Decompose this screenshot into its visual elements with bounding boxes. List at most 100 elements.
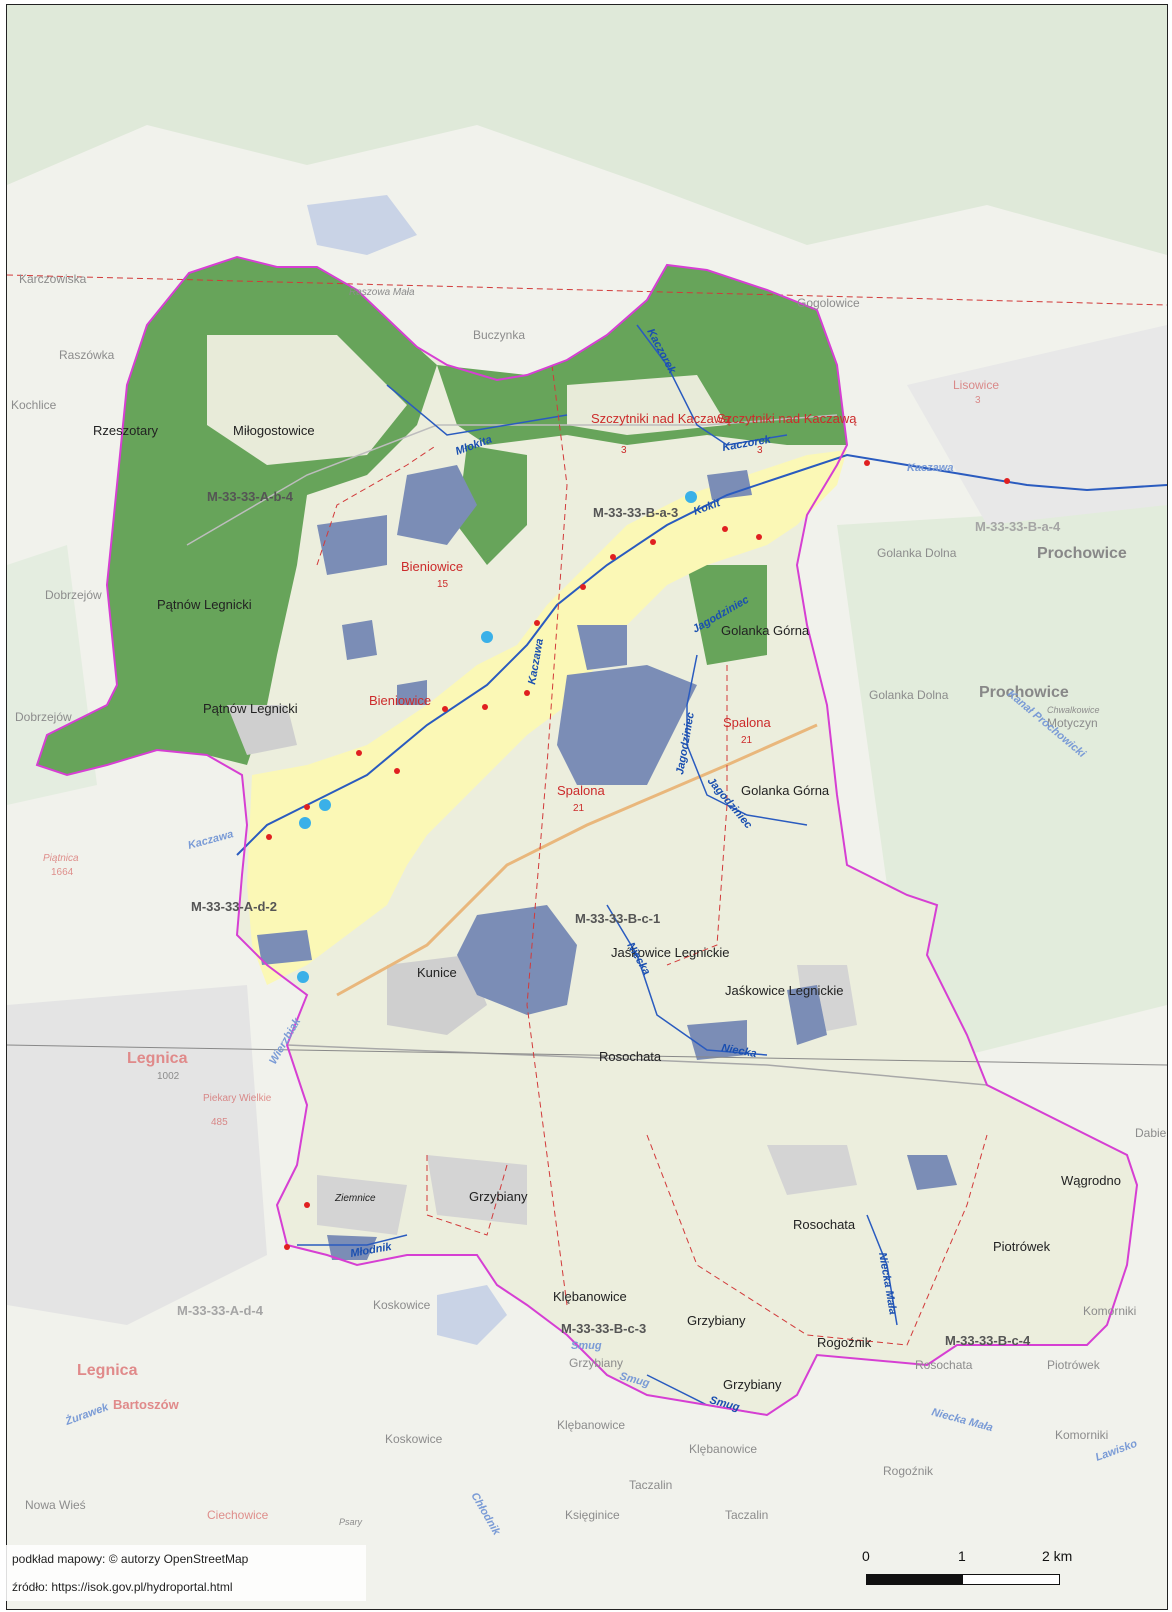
place-label: Piątnica: [43, 853, 79, 864]
admin-label: Szczytniki nad Kaczawą: [591, 411, 731, 426]
place-label: Klębanowice: [557, 1418, 625, 1432]
km-marker: [524, 690, 530, 696]
place-label: Piekary Wielkie: [203, 1093, 272, 1104]
place-label: Buczynka: [473, 328, 525, 342]
place-label: Rogoźnik: [817, 1335, 872, 1350]
admin-label: Spalona: [723, 715, 771, 730]
map-canvas[interactable]: Karczowiska Raszowa Mała Raszówka Buczyn…: [7, 5, 1167, 1609]
lake-small-2: [397, 680, 427, 705]
place-label: Prochowice: [979, 684, 1069, 701]
place-label: Księginice: [565, 1508, 620, 1522]
river-kaczawa: [236, 453, 1167, 856]
lake-jaskowice: [787, 985, 827, 1045]
place-label: Karczowiska: [19, 272, 87, 286]
place-label: Komorniki: [1055, 1428, 1108, 1442]
lake-west-1: [257, 930, 312, 965]
sheet-label: M-33-33-A-b-4: [207, 489, 294, 504]
outer-forest-north: [7, 5, 1167, 255]
place-label: Gogolowice: [797, 296, 860, 310]
admin-label: 3: [621, 445, 627, 456]
admin-label: 21: [573, 803, 585, 814]
place-label: Koskowice: [385, 1432, 443, 1446]
place-label: Grzybiany: [687, 1313, 746, 1328]
basemap-credit: podkład mapowy: © autorzy OpenStreetMap: [12, 1552, 249, 1566]
scale-segment-light: [962, 1574, 1060, 1585]
sheet-line-v1: [526, 364, 568, 1306]
place-label: Wągrodno: [1061, 1173, 1121, 1188]
place-label: Legnica: [127, 1050, 188, 1067]
lake-golanka: [557, 665, 697, 785]
place-label: Kunice: [417, 965, 457, 980]
sheet-label: M-33-33-A-d-4: [177, 1303, 264, 1318]
place-label: Jaśkowice Legnickie: [611, 945, 730, 960]
area-farmland: [37, 257, 1137, 1415]
admin-label: Szczytniki nad Kaczawą: [717, 411, 857, 426]
admin-label: 3: [975, 395, 981, 406]
km-marker: [304, 804, 310, 810]
hydro-point-marker[interactable]: [685, 491, 697, 503]
sheet-line-admin-1: [316, 444, 438, 566]
sheet-label: M-33-33-B-c-1: [575, 911, 660, 926]
admin-label: 21: [741, 735, 753, 746]
scale-label-1: 1: [958, 1548, 966, 1564]
lake-bieniowice: [397, 465, 477, 545]
urban-rosochata: [767, 1145, 857, 1195]
forest-north-center: [437, 265, 847, 445]
admin-label: 3: [757, 445, 763, 456]
hydro-point-marker[interactable]: [481, 631, 493, 643]
hydro-point-marker[interactable]: [299, 817, 311, 829]
place-label: Dobrzejów: [15, 710, 72, 724]
place-label: 485: [211, 1117, 228, 1128]
place-label: Rosochata: [915, 1358, 973, 1372]
km-marker: [756, 534, 762, 540]
outer-urban-legnica: [7, 985, 267, 1325]
km-marker: [394, 768, 400, 774]
place-label: Grzybiany: [569, 1356, 623, 1370]
lake-kunice: [457, 905, 577, 1015]
flood-zone: [247, 450, 847, 985]
lake-small-1: [342, 620, 377, 660]
river-km-markers: [266, 460, 1010, 1250]
place-label: Rogoźnik: [883, 1464, 934, 1478]
km-marker: [722, 526, 728, 532]
river-label: Kaczawa: [907, 462, 953, 474]
scale-label-0: 0: [862, 1548, 870, 1564]
admin-label: Spalona: [557, 783, 605, 798]
hydro-point-marker[interactable]: [297, 971, 309, 983]
river-mlodnik: [297, 1234, 408, 1246]
forest-center-patch: [457, 445, 527, 565]
place-label: Bartoszów: [113, 1397, 180, 1412]
km-marker: [864, 460, 870, 466]
sheet-label: M-33-33-B-c-4: [945, 1333, 1031, 1348]
km-marker: [650, 539, 656, 545]
place-label: Raszówka: [59, 348, 115, 362]
sheet-line-admin-4: [426, 1155, 508, 1236]
urban-patnow: [227, 705, 297, 755]
km-marker: [610, 554, 616, 560]
km-marker: [1004, 478, 1010, 484]
lake-niecka: [687, 1020, 747, 1060]
km-marker: [482, 704, 488, 710]
lake-south: [327, 1235, 377, 1260]
place-label: Taczalin: [725, 1508, 768, 1522]
admin-label: Bieniowice: [369, 693, 431, 708]
lake-golanka-north: [577, 625, 627, 670]
scale-segment-dark: [866, 1574, 964, 1585]
source-credit: źródło: https://isok.gov.pl/hydroportal.…: [12, 1580, 233, 1594]
place-label: Pątnów Legnicki: [157, 597, 252, 612]
urban-ziemnice: [317, 1175, 407, 1235]
river-niecka: [606, 904, 768, 1056]
place-label: Rzeszotary: [93, 423, 159, 438]
forest-east-patch: [687, 565, 767, 665]
place-label: Kochlice: [11, 398, 57, 412]
sheet-line-admin-3: [646, 1134, 988, 1346]
scale-label-2: 2 km: [1042, 1548, 1073, 1564]
hydro-point-marker[interactable]: [319, 799, 331, 811]
map-frame[interactable]: Karczowiska Raszowa Mała Raszówka Buczyn…: [6, 4, 1168, 1610]
sheet-line-h1: [7, 274, 1167, 306]
place-label: Koskowice: [373, 1298, 431, 1312]
sheet-line-h2: [7, 1044, 1167, 1066]
outer-lake-north: [307, 195, 417, 255]
place-label: Rosochata: [599, 1049, 662, 1064]
river-mlokita: [386, 384, 568, 436]
